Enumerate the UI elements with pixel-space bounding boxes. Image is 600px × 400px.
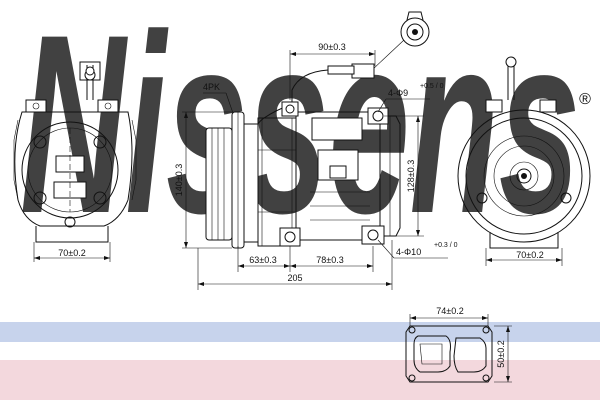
left-front-view: 70±0.2 <box>13 61 137 262</box>
bottom-holes-label: 4-Φ10 <box>396 247 421 257</box>
svg-text:Nissens: Nissens <box>20 0 580 267</box>
bottom-holes-tolerance: +0.3 / 0 <box>434 242 458 249</box>
right-rear-view: 70±0.2 <box>457 56 591 266</box>
brand-watermark: Nissens ® <box>20 0 591 267</box>
body-height-dimension: 128±0.3 <box>406 160 416 192</box>
plate-width-dimension: 74±0.2 <box>436 306 463 316</box>
blue-band <box>0 322 600 342</box>
dimension-78: 78±0.3 <box>316 255 343 265</box>
top-holes-tolerance: +0.5 / 0 <box>420 83 444 90</box>
pulley-label: 4PK <box>203 82 220 92</box>
svg-text:®: ® <box>579 91 591 108</box>
left-width-dimension: 70±0.2 <box>58 248 85 258</box>
pink-band <box>0 360 600 400</box>
height-dimension: 140±0.3 <box>174 164 184 196</box>
overall-length-dimension: 205 <box>287 273 302 283</box>
connector-dimension: 90±0.3 <box>318 42 345 52</box>
dimension-63: 63±0.3 <box>249 255 276 265</box>
right-width-dimension: 70±0.2 <box>516 250 543 260</box>
plate-detail: 74±0.2 50±0.2 <box>405 306 512 383</box>
side-view: 90±0.3 4PK 140±0.3 <box>174 11 458 290</box>
top-holes-label: 4-Φ9 <box>388 88 408 98</box>
plate-height-dimension: 50±0.2 <box>496 340 506 367</box>
